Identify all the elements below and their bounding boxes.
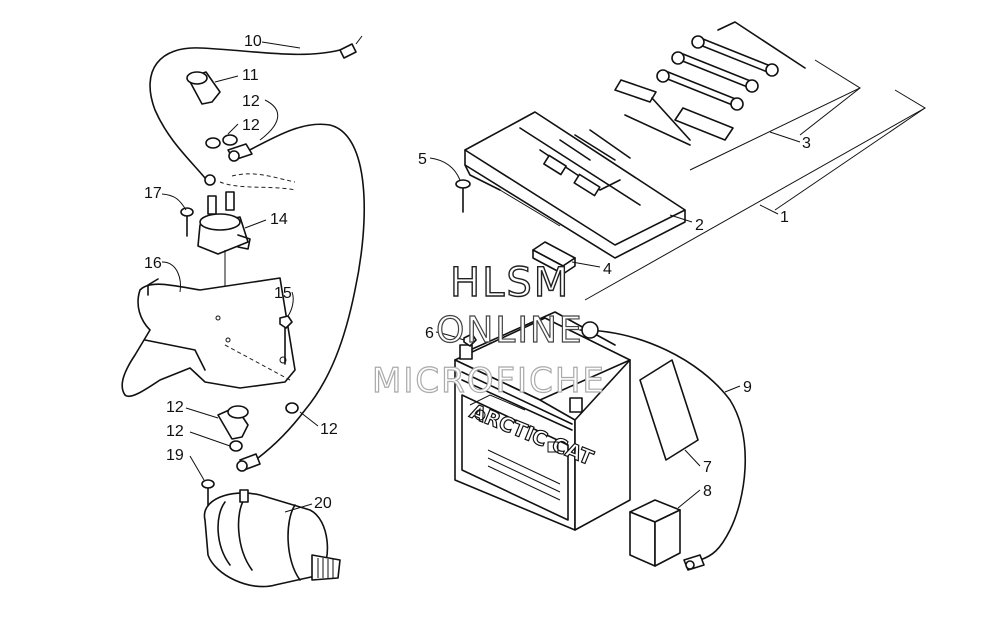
callout-1: 1 bbox=[780, 209, 789, 226]
callout-4: 4 bbox=[603, 261, 612, 278]
callout-10: 10 bbox=[244, 33, 262, 50]
terminal-cap-14 bbox=[217, 405, 249, 440]
screw-5 bbox=[455, 179, 471, 213]
callout-15: 17 bbox=[144, 185, 162, 202]
callout-3: 3 bbox=[802, 135, 811, 152]
starter-motor-20 bbox=[203, 489, 341, 588]
starter-solenoid-16 bbox=[197, 191, 251, 330]
mounting-bracket-18 bbox=[121, 277, 296, 398]
screw-6 bbox=[463, 333, 477, 347]
callout-numbers: 10 11 12 12 17 14 16 15 12 12 12 19 20 5… bbox=[144, 33, 811, 512]
nut-12-mid bbox=[285, 402, 299, 414]
battery-pad-8 bbox=[629, 499, 681, 567]
callout-leaders bbox=[161, 41, 801, 513]
tool-kit-3 bbox=[614, 21, 862, 171]
battery: ARCTIC CAT bbox=[454, 311, 631, 531]
pad-4 bbox=[532, 241, 576, 275]
screw-19 bbox=[201, 479, 215, 511]
tool-tray-2 bbox=[464, 111, 686, 259]
screw-15 bbox=[180, 207, 194, 237]
cable-10 bbox=[149, 35, 363, 186]
callout-2: 2 bbox=[695, 217, 704, 234]
terminal-cap-11 bbox=[186, 71, 221, 105]
callout-7: 7 bbox=[703, 459, 712, 476]
callout-9: 9 bbox=[743, 379, 752, 396]
callout-12-mid: 12 bbox=[320, 421, 338, 438]
watermark: HLSM ONLINE MICROFICHE bbox=[371, 259, 606, 401]
callout-20: 20 bbox=[314, 495, 332, 512]
watermark-line-1: HLSM bbox=[450, 260, 570, 306]
callout-5: 5 bbox=[418, 151, 427, 168]
watermark-line-2: ONLINE bbox=[436, 310, 584, 351]
battery-cable-9 bbox=[579, 321, 746, 571]
callout-18: 16 bbox=[144, 255, 162, 272]
callout-17: 15 bbox=[274, 285, 292, 302]
label-sheet-7 bbox=[639, 359, 699, 461]
callout-8: 8 bbox=[703, 483, 712, 500]
nut-12-top bbox=[205, 134, 238, 149]
cable-13 bbox=[227, 123, 365, 472]
callout-12-lower: 12 bbox=[166, 423, 184, 440]
callout-14: 12 bbox=[166, 399, 184, 416]
callout-11: 11 bbox=[242, 67, 259, 84]
screw-17 bbox=[279, 315, 293, 365]
callout-16: 14 bbox=[270, 211, 288, 228]
nut-12-lower bbox=[229, 440, 243, 452]
watermark-line-3: MICROFICHE bbox=[372, 361, 606, 401]
callout-19: 19 bbox=[166, 447, 184, 464]
callout-13: 12 bbox=[242, 93, 260, 110]
callout-6: 6 bbox=[425, 325, 434, 342]
callout-12-top: 12 bbox=[242, 117, 260, 134]
